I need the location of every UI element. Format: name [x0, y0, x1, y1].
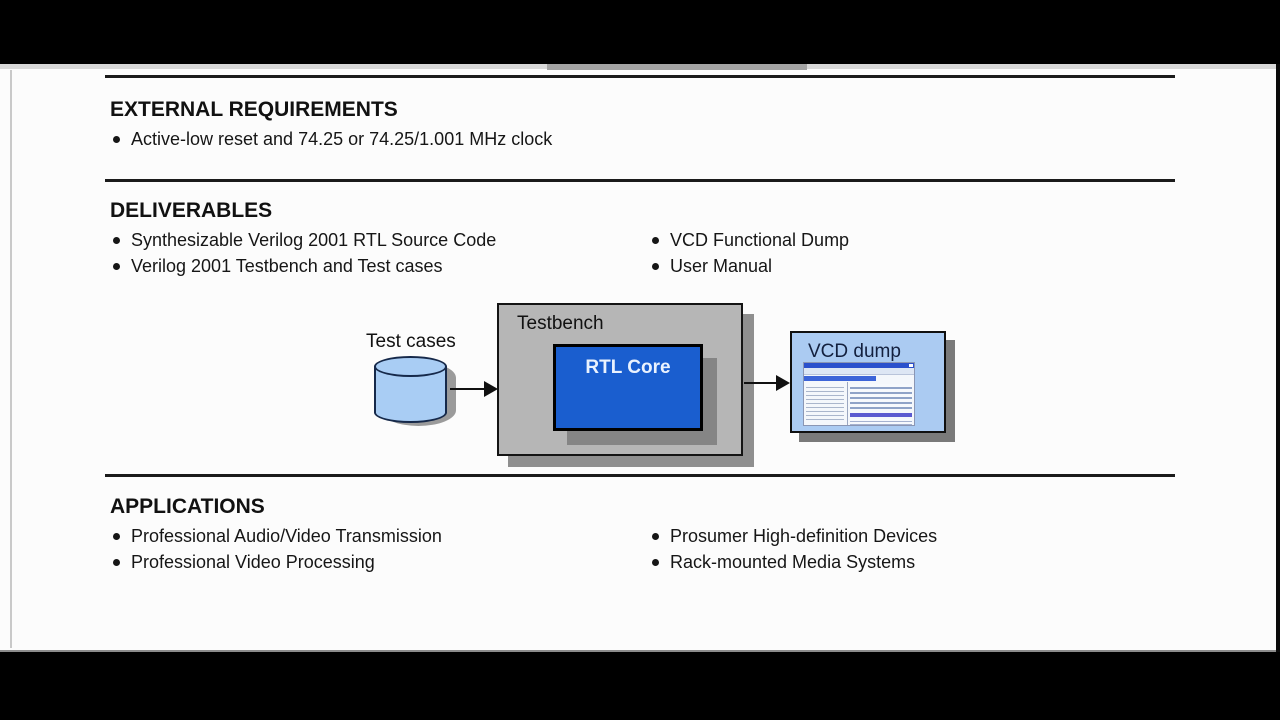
- bullet-text: Rack-mounted Media Systems: [670, 552, 916, 572]
- bullet-item: Rack-mounted Media Systems: [652, 551, 915, 574]
- bullet-text: User Manual: [670, 256, 773, 276]
- bullet-text: Prosumer High-definition Devices: [670, 526, 938, 546]
- thumbnail-signal-list: [806, 384, 844, 422]
- arrowhead-right-icon: [776, 375, 790, 391]
- thumbnail-panel-divider: [847, 382, 848, 425]
- thumbnail-inner-titlebar: [804, 376, 876, 381]
- thumbnail-waveforms: [850, 384, 912, 410]
- test-cases-cylinder-top: [374, 356, 447, 377]
- thumbnail-selection-bar: [850, 413, 912, 417]
- bullet-item: Professional Audio/Video Transmission: [113, 525, 442, 548]
- bullet-item: Prosumer High-definition Devices: [652, 525, 937, 548]
- testbench-label: Testbench: [517, 313, 604, 334]
- bullet-item: Professional Video Processing: [113, 551, 375, 574]
- bullet-text: Synthesizable Verilog 2001 RTL Source Co…: [131, 230, 497, 250]
- section-heading-applications: APPLICATIONS: [110, 495, 265, 518]
- bullet-text: Professional Video Processing: [131, 552, 375, 572]
- slide-left-edge-line: [10, 70, 12, 648]
- thumbnail-titlebar: [804, 363, 914, 368]
- vcd-dump-label: VCD dump: [808, 341, 901, 362]
- divider-before-applications: [105, 474, 1175, 477]
- bullet-dot: [652, 263, 659, 270]
- bullet-dot: [652, 559, 659, 566]
- bullet-dot: [113, 533, 120, 540]
- bullet-dot: [113, 559, 120, 566]
- bullet-dot: [652, 237, 659, 244]
- arrowhead-right-icon: [484, 381, 498, 397]
- section-heading-external-requirements: EXTERNAL REQUIREMENTS: [110, 98, 398, 121]
- bullet-item: Synthesizable Verilog 2001 RTL Source Co…: [113, 229, 496, 252]
- arrow-line: [450, 388, 486, 390]
- bullet-item: Active-low reset and 74.25 or 74.25/1.00…: [113, 128, 552, 151]
- section-heading-deliverables: DELIVERABLES: [110, 199, 273, 222]
- rtl-core-label: RTL Core: [585, 357, 671, 378]
- arrow-line: [744, 382, 777, 384]
- slide-right-edge-line: [1276, 64, 1280, 652]
- divider-after-external-requirements: [105, 179, 1175, 182]
- bullet-dot: [113, 136, 120, 143]
- bullet-dot: [113, 263, 120, 270]
- letterbox-top: [0, 0, 1280, 64]
- bullet-text: Verilog 2001 Testbench and Test cases: [131, 256, 443, 276]
- bullet-item: User Manual: [652, 255, 772, 278]
- divider-top: [105, 75, 1175, 78]
- letterbox-bottom: [0, 652, 1280, 720]
- slide-top-crop-remnant: [547, 64, 807, 70]
- test-cases-label: Test cases: [366, 331, 456, 352]
- thumbnail-waveforms-lower: [850, 419, 912, 425]
- rtl-core-box: RTL Core: [553, 344, 703, 431]
- bullet-text: Professional Audio/Video Transmission: [131, 526, 442, 546]
- thumbnail-close-icon: [909, 364, 913, 367]
- waveform-viewer-thumbnail: [803, 362, 915, 426]
- bullet-dot: [652, 533, 659, 540]
- bullet-item: Verilog 2001 Testbench and Test cases: [113, 255, 443, 278]
- bullet-text: VCD Functional Dump: [670, 230, 850, 250]
- thumbnail-toolbar: [804, 368, 914, 375]
- bullet-text: Active-low reset and 74.25 or 74.25/1.00…: [131, 129, 553, 149]
- bullet-item: VCD Functional Dump: [652, 229, 849, 252]
- bullet-dot: [113, 237, 120, 244]
